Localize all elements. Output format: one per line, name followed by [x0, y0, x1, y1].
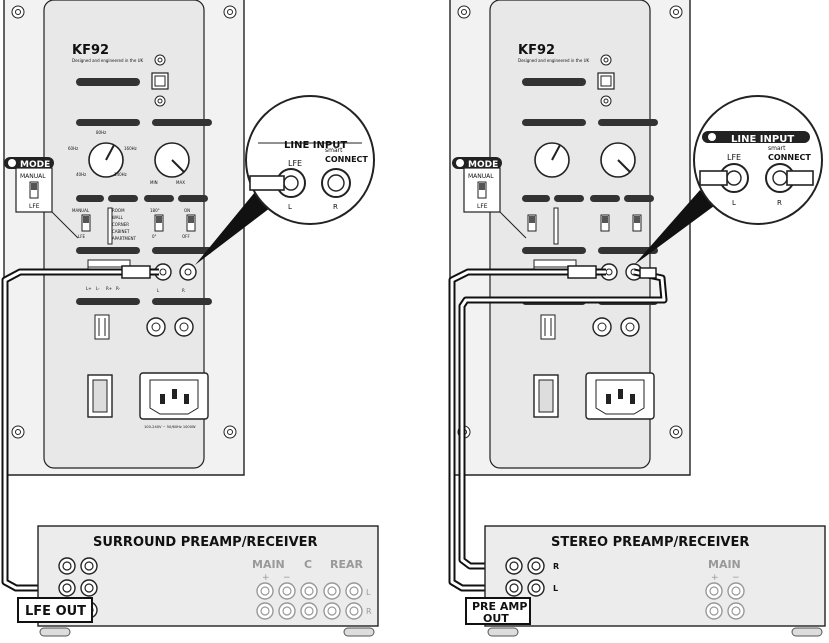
- right-callout-title: LINE INPUT: [731, 134, 794, 145]
- left-line-input-callout: LINE INPUT LFE smart CONNECT L R: [195, 95, 375, 265]
- left-callout-smart: smart: [325, 147, 343, 154]
- right-mode-callout-manual: MANUAL: [468, 173, 494, 180]
- right-receiver-r: R: [553, 562, 559, 571]
- right-mode-callout: MODE MANUAL LFE: [452, 157, 527, 239]
- left-phase-0: 0°: [152, 234, 157, 239]
- left-line-in-l: L: [157, 288, 160, 293]
- left-receiver-l: L: [366, 588, 371, 597]
- left-phase-180: 180°: [150, 208, 160, 213]
- left-mode-callout-manual: MANUAL: [20, 173, 46, 180]
- left-freq-label-1: 40Hz: [76, 172, 86, 177]
- left-receiver-minus: −: [283, 573, 291, 583]
- left-power-rating: 100-240V ~ 50/60Hz 1000W: [144, 425, 196, 429]
- right-callout-smart: smart: [768, 145, 786, 152]
- right-receiver-plus: +: [711, 573, 719, 583]
- left-eq-4: CABINET: [112, 229, 130, 234]
- left-eq-2: WALL: [112, 215, 124, 220]
- left-eq-1: ROOM: [112, 208, 125, 213]
- right-callout-lfe: LFE: [727, 153, 741, 162]
- left-tagline: Designed and engineered in the UK: [72, 58, 143, 63]
- left-diagram: KF92 Designed and engineered in the UK 4…: [1, 0, 379, 637]
- left-callout-title: LINE INPUT: [284, 140, 347, 151]
- right-receiver-title: STEREO PREAMP/RECEIVER: [551, 535, 749, 550]
- left-receiver-plus: +: [262, 573, 270, 583]
- right-receiver: STEREO PREAMP/RECEIVER R L MAIN + −: [484, 525, 826, 637]
- right-model-name: KF92: [518, 43, 555, 58]
- right-callout-connect: CONNECT: [768, 153, 811, 162]
- right-receiver-main: MAIN: [708, 558, 741, 571]
- left-mode-callout-title: MODE: [20, 160, 50, 170]
- left-model-name: KF92: [72, 43, 109, 58]
- left-power-off: OFF: [182, 234, 190, 239]
- right-pre-amp-label: PRE AMP: [472, 600, 527, 613]
- left-freq-label-5: 160Hz: [124, 146, 137, 151]
- left-freq-label-4: 60Hz: [68, 146, 78, 151]
- left-receiver-title: SURROUND PREAMP/RECEIVER: [93, 535, 318, 550]
- left-terminal-1: L+: [86, 286, 92, 291]
- left-mode-manual: MANUAL: [72, 208, 90, 213]
- right-callout-r: R: [777, 199, 782, 207]
- left-mode-callout: MODE MANUAL LFE: [4, 157, 79, 239]
- left-mode-lfe: LFE: [78, 234, 86, 239]
- right-receiver-minus: −: [732, 573, 740, 583]
- left-terminal-3: R+: [106, 286, 112, 291]
- right-subwoofer-panel: [449, 0, 691, 476]
- left-callout-r: R: [333, 203, 338, 211]
- right-line-input-callout: LINE INPUT LFE smart CONNECT L R: [634, 95, 823, 265]
- left-line-in-r: R: [182, 288, 185, 293]
- left-receiver-r: R: [366, 607, 372, 616]
- left-volume-min: MIN: [150, 180, 158, 185]
- left-eq-3: CORNER: [112, 222, 129, 227]
- right-mode-callout-title: MODE: [468, 160, 498, 170]
- left-freq-label-2: 80Hz: [96, 130, 106, 135]
- right-mode-callout-lfe: LFE: [477, 203, 488, 210]
- left-eq-5: APARTMENT: [112, 236, 137, 241]
- left-volume-max: MAX: [176, 180, 185, 185]
- left-terminal-4: R-: [116, 286, 121, 291]
- right-diagram: KF92 Designed and engineered in the UK M…: [448, 0, 826, 637]
- left-receiver-main: MAIN: [252, 558, 285, 571]
- left-lfe-out-label: LFE OUT: [25, 604, 86, 619]
- left-receiver-c: C: [304, 558, 312, 571]
- left-callout-lfe: LFE: [288, 159, 302, 168]
- left-mode-callout-lfe: LFE: [29, 203, 40, 210]
- left-power-on: ON: [184, 208, 190, 213]
- right-out-label: OUT: [483, 612, 509, 625]
- left-receiver-rear: REAR: [330, 558, 363, 571]
- right-callout-l: L: [732, 199, 736, 207]
- right-receiver-l: L: [553, 584, 558, 593]
- left-callout-l: L: [288, 203, 292, 211]
- left-terminal-2: L-: [96, 286, 100, 291]
- left-callout-connect: CONNECT: [325, 155, 368, 164]
- left-receiver: SURROUND PREAMP/RECEIVER MAIN C REAR + −…: [37, 525, 379, 637]
- right-tagline: Designed and engineered in the UK: [518, 58, 589, 63]
- left-freq-label-3: 140Hz: [114, 172, 127, 177]
